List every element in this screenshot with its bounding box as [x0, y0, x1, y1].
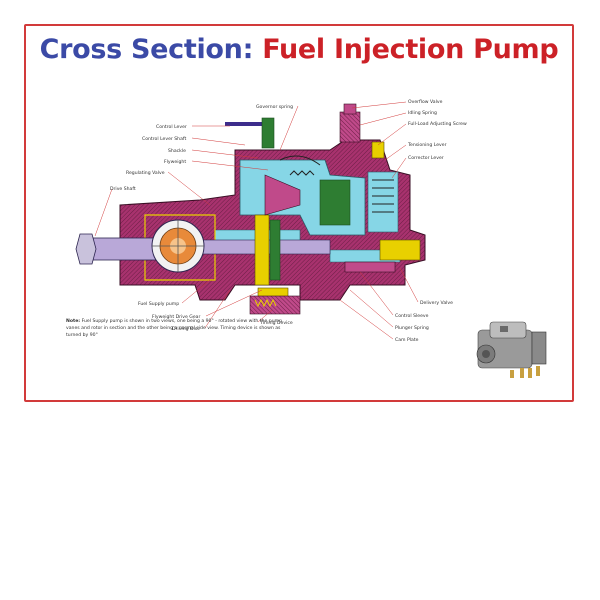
label-cam-plate: Cam Plate: [395, 337, 419, 343]
label-full-load-adjusting-screw: Full-Load Adjusting Screw: [408, 121, 467, 127]
governor-assembly: [225, 117, 351, 226]
label-control-lever-shaft: Control Lever Shaft: [142, 136, 186, 142]
pump-photo: [476, 321, 547, 378]
label-tensioning-lever: Tensioning Lever: [407, 142, 447, 148]
timing-device: [249, 295, 301, 315]
label-corrector-lever: Corrector Lever: [408, 155, 444, 161]
note-label: Note:: [66, 319, 81, 324]
label-driving-disc: Driving Disc: [172, 326, 200, 332]
label-drive-shaft: Drive Shaft: [110, 186, 136, 192]
diagram-note: Note: Fuel Supply pump is shown in two v…: [66, 318, 296, 339]
label-shackle: Shackle: [168, 148, 186, 154]
label-delivery-valve: Delivery Valve: [420, 300, 453, 306]
label-idling-spring: Idling Spring: [408, 110, 437, 116]
note-text: Fuel Supply pump is shown in two views, …: [66, 319, 283, 338]
overflow-valve-assembly: [339, 103, 385, 159]
label-governor-spring: Governor spring: [256, 104, 293, 110]
label-overflow-valve: Overflow Valve: [408, 99, 443, 105]
label-regulating-valve: Regulating Valve: [126, 170, 165, 176]
label-control-lever: Control Lever: [156, 124, 187, 130]
leader-lines: [94, 101, 419, 340]
label-plunger-spring: Plunger Spring: [395, 325, 429, 331]
delivery-valve-section: [344, 171, 421, 273]
page-title: Cross Section: Fuel Injection Pump: [24, 34, 574, 65]
label-flyweight-drive-gear: Flyweight Drive Gear: [152, 314, 200, 320]
fuel-supply-pump-rotor: [151, 219, 205, 273]
label-control-sleeve: Control Sleeve: [395, 313, 429, 319]
label-flyweight: Flyweight: [164, 159, 186, 165]
title-part-1: Cross Section:: [39, 34, 254, 65]
label-timing-device: Timing Device: [259, 320, 293, 326]
title-part-2: Fuel Injection Pump: [262, 34, 559, 65]
label-fuel-supply-pump: Fuel Supply pump: [138, 301, 179, 307]
